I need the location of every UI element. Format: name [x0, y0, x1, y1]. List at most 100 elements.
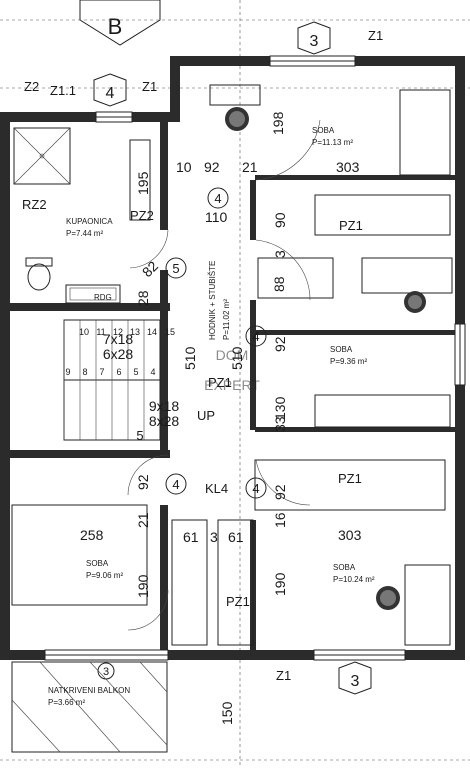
stair-formula: 7x18 — [103, 331, 134, 347]
tag-label: PZ1 — [338, 471, 362, 486]
staircase — [63, 319, 161, 441]
stair-step-numbers-upper: 10 11 12 13 14 15 — [79, 327, 175, 337]
dimension-label: 190 — [135, 574, 151, 598]
dimension-label: 150 — [219, 701, 235, 725]
desk — [257, 257, 334, 299]
dimension-label: 61 — [228, 529, 244, 545]
dimension-label: 510 — [182, 346, 198, 370]
room-name: NATKRIVENI BALKON — [48, 686, 130, 695]
tag-label: PZ1 — [208, 375, 232, 390]
windows — [44, 55, 466, 661]
toilet — [25, 257, 53, 291]
desk — [361, 257, 453, 294]
bed — [11, 504, 148, 606]
svg-text:4: 4 — [252, 329, 259, 344]
axis-label-3-top: 3 — [310, 33, 319, 50]
room-area: P=11.02 m² — [222, 299, 231, 340]
room-name: HODNIK + STUBIŠTE — [208, 261, 217, 340]
svg-text:5: 5 — [172, 261, 179, 276]
dimension-label: 21 — [242, 159, 258, 175]
dimension-label: 61 — [183, 529, 199, 545]
dimension-label: 92 — [272, 336, 288, 352]
dimension-label: 303 — [338, 527, 362, 543]
dimension-label: 28 — [135, 290, 151, 306]
axis-label-4: 4 — [106, 85, 115, 102]
axis-b-marker: B — [79, 0, 161, 46]
room-area: P=3.66 m² — [48, 698, 85, 707]
stair-formula: 8x28 — [149, 413, 180, 429]
dimension-label: 92 — [135, 474, 151, 490]
watermark-text: DOM — [216, 347, 249, 363]
tag-label: PZ1 — [339, 218, 363, 233]
walls — [0, 56, 465, 660]
room-area: P=7.44 m² — [66, 229, 103, 238]
wardrobe — [399, 89, 451, 176]
axis-3-top-marker: 3 — [297, 21, 331, 55]
tag-label: KL4 — [205, 481, 228, 496]
tag-label: Z1.1 — [50, 83, 76, 98]
axis-4-marker: 4 — [93, 73, 127, 107]
dimension-label: 3 — [272, 250, 288, 258]
bed — [314, 194, 451, 236]
washbasin — [65, 139, 151, 304]
circle-mark-label: 5 — [136, 428, 143, 443]
dimension-label: 10 — [176, 159, 192, 175]
dimension-label: 303 — [336, 159, 360, 175]
svg-text:8: 8 — [82, 367, 87, 377]
dimension-label: 90 — [272, 212, 288, 228]
wardrobe — [404, 564, 451, 646]
shower-tray — [13, 127, 71, 185]
dimension-label: 92 — [204, 159, 220, 175]
svg-text:11: 11 — [96, 327, 105, 337]
dimension-label: 21 — [135, 512, 151, 528]
tag-label: Z1 — [142, 79, 157, 94]
room-area: P=9.06 m² — [86, 571, 123, 580]
room-name: SOBA — [330, 345, 353, 354]
svg-text:9: 9 — [65, 367, 70, 377]
stair-formula: 6x28 — [103, 346, 134, 362]
room-name: SOBA — [86, 559, 109, 568]
axis-label-3-bottom: 3 — [351, 673, 360, 690]
stair-formula: 9x18 — [149, 398, 180, 414]
furniture — [11, 84, 453, 646]
svg-text:4: 4 — [150, 367, 155, 377]
room-area: P=10.24 m² — [333, 575, 375, 584]
bed — [314, 394, 451, 428]
svg-text:6: 6 — [116, 367, 121, 377]
room-name: SOBA — [333, 563, 356, 572]
axis-label-3-small: 3 — [103, 666, 109, 678]
dimension-label: 82 — [139, 258, 161, 280]
svg-text:4: 4 — [214, 191, 221, 206]
axis-3-bottom-marker: 3 — [338, 661, 372, 695]
svg-text:15: 15 — [165, 327, 175, 337]
desk-top — [209, 84, 261, 106]
svg-text:7: 7 — [99, 367, 104, 377]
dimension-label: 198 — [270, 111, 286, 135]
tag-label: PZ1 — [226, 594, 250, 609]
circle-marks: 4 5 4 4 4 — [165, 187, 267, 499]
dimension-label: 92 — [272, 484, 288, 500]
dimension-label: 110 — [205, 209, 228, 225]
door-swings — [127, 119, 321, 631]
stair-step-numbers-lower: 9 8 7 6 5 4 — [65, 367, 155, 377]
bed — [254, 459, 446, 511]
room-area: P=9.36 m² — [330, 357, 367, 366]
room-name: SOBA — [312, 126, 335, 135]
svg-text:14: 14 — [147, 327, 157, 337]
stair-up-label: UP — [197, 408, 215, 423]
svg-text:4: 4 — [172, 477, 179, 492]
dimension-label: 510 — [229, 346, 245, 370]
dimension-label: 258 — [80, 527, 104, 543]
room-area: P=11.13 m² — [312, 138, 353, 147]
tag-label: RDG — [94, 293, 112, 302]
built-in-closet — [217, 519, 254, 646]
dimension-label: 130 — [272, 396, 288, 420]
svg-text:13: 13 — [130, 327, 140, 337]
room-name: KUPAONICA — [66, 217, 113, 226]
tag-label: Z2 — [24, 79, 39, 94]
axis-label-b: B — [108, 14, 123, 39]
dimension-label: 33 — [272, 416, 288, 432]
svg-text:5: 5 — [133, 367, 138, 377]
tag-label: Z1 — [368, 28, 383, 43]
